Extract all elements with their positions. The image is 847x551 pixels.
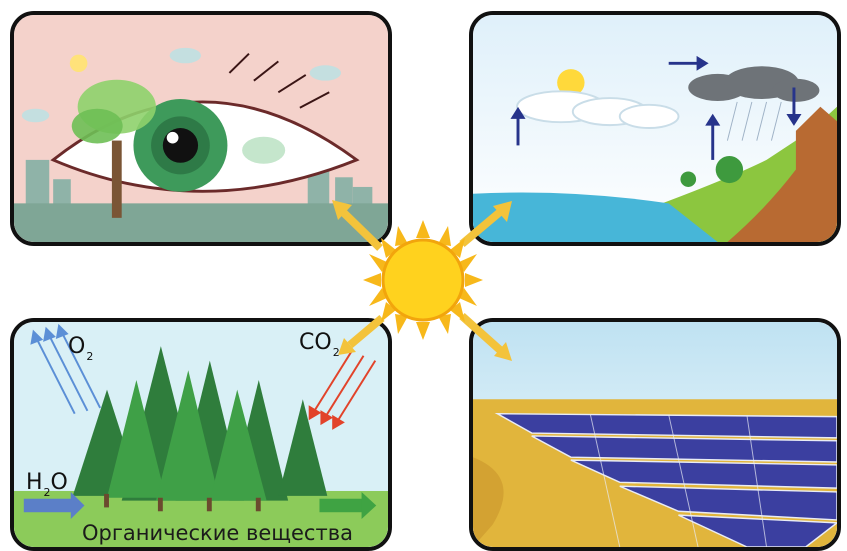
h2o-post: O <box>50 470 68 495</box>
h2o-label: H2O <box>26 470 68 499</box>
o2-sub: 2 <box>86 350 94 363</box>
panel-solar <box>469 318 841 551</box>
organic-label: Органические вещества <box>82 521 353 545</box>
h2o-pre: H <box>26 470 43 495</box>
panel-water-cycle <box>469 11 841 246</box>
co2-sub: 2 <box>332 346 340 359</box>
o2-main: O <box>68 334 86 359</box>
panel-forest: O2 CO2 H2O Органические вещества <box>10 318 392 551</box>
h2o-sub: 2 <box>43 486 51 499</box>
co2-main: CO <box>299 330 332 355</box>
eye-nature-icon <box>14 15 388 242</box>
solar-panels-icon <box>473 322 837 547</box>
o2-label: O2 <box>68 334 93 363</box>
panel-eye <box>10 11 392 246</box>
forest-photosynthesis-icon <box>14 322 388 547</box>
co2-label: CO2 <box>299 330 340 359</box>
water-cycle-icon <box>473 15 837 242</box>
